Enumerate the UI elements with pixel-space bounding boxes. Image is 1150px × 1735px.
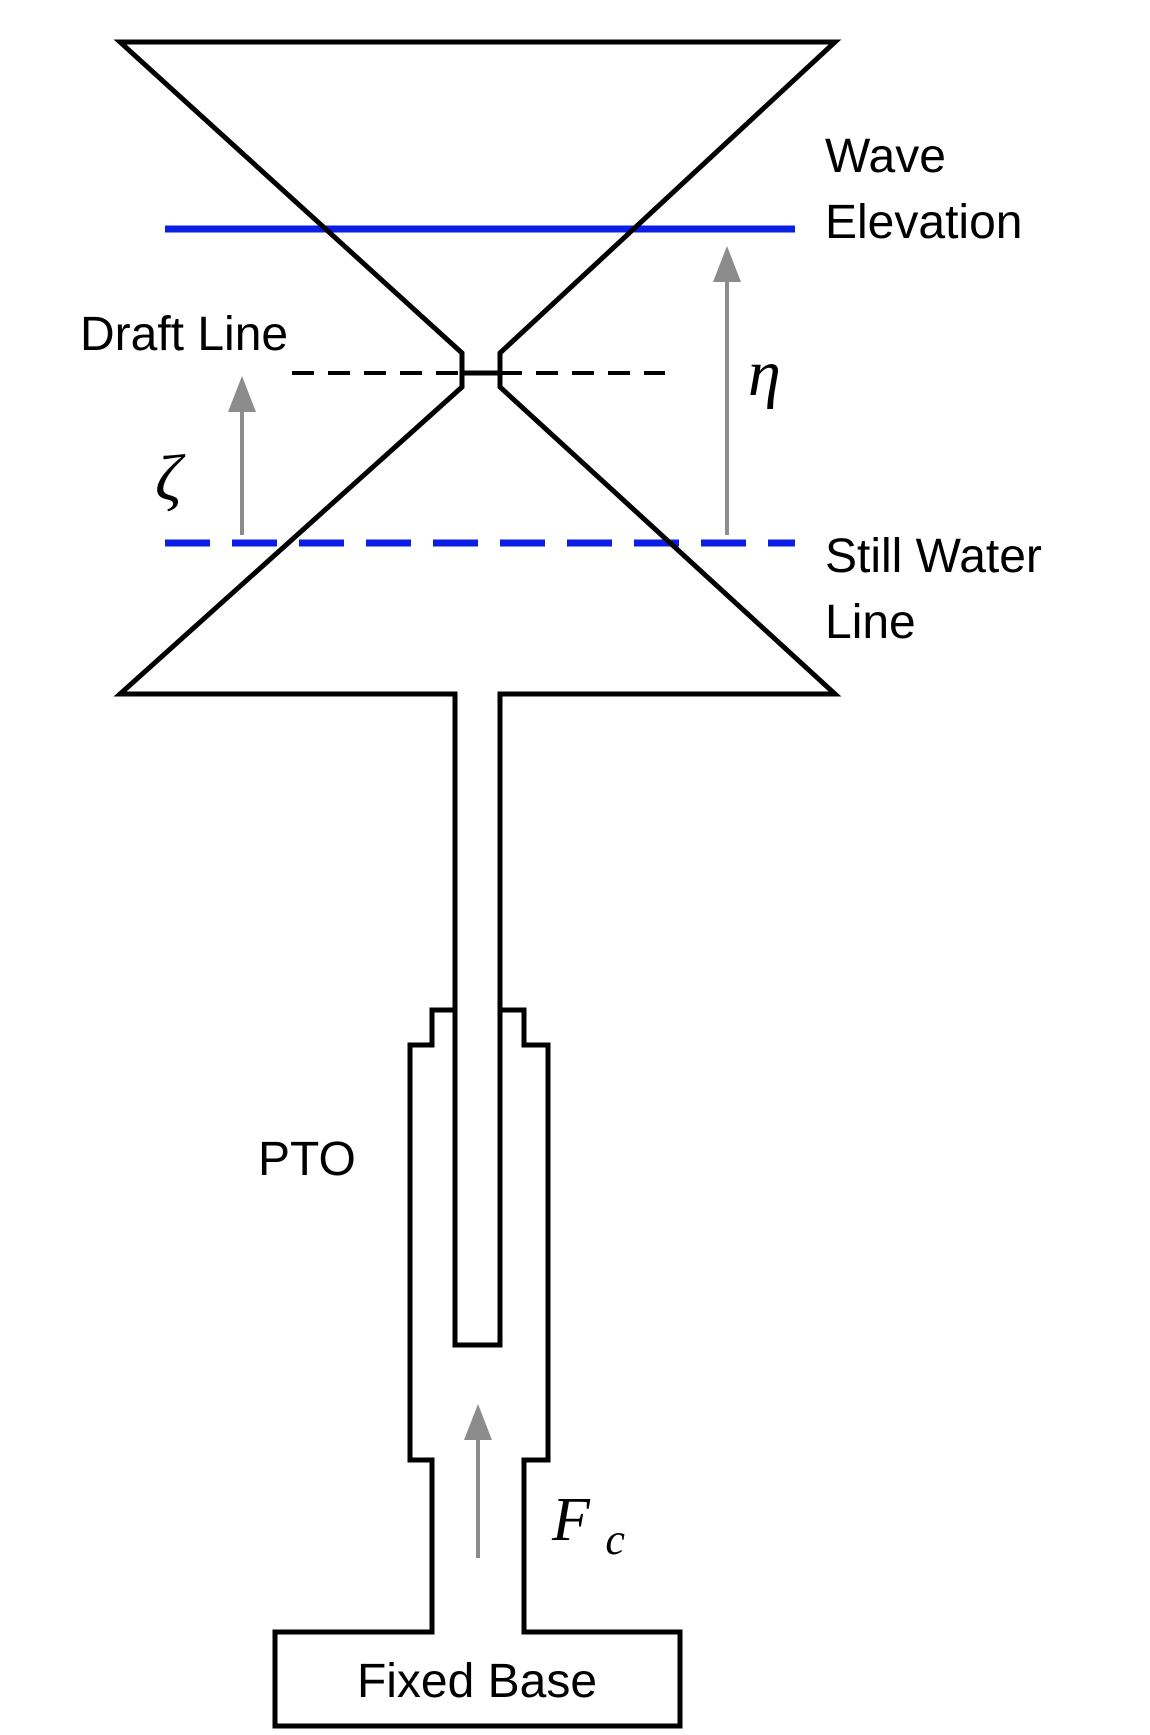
still-water-label-line2: Line — [825, 596, 916, 649]
draft-line-label: Draft Line — [80, 308, 288, 361]
fixed-base-label: Fixed Base — [357, 1655, 597, 1708]
force-symbol-subscript: c — [605, 1515, 625, 1564]
pto-label: PTO — [258, 1133, 356, 1186]
still-water-label-line1: Still Water — [825, 530, 1042, 583]
force-symbol: F c — [551, 1486, 625, 1564]
zeta-arrow — [228, 376, 256, 535]
force-arrow — [464, 1404, 492, 1558]
eta-symbol: η — [748, 337, 781, 410]
eta-arrow — [713, 246, 741, 535]
zeta-symbol: ζ — [155, 442, 186, 515]
wave-elevation-label-line2: Elevation — [825, 196, 1022, 249]
wave-elevation-label-line1: Wave — [825, 130, 946, 183]
force-symbol-main: F — [551, 1486, 591, 1554]
piston-rod — [452, 694, 503, 1348]
